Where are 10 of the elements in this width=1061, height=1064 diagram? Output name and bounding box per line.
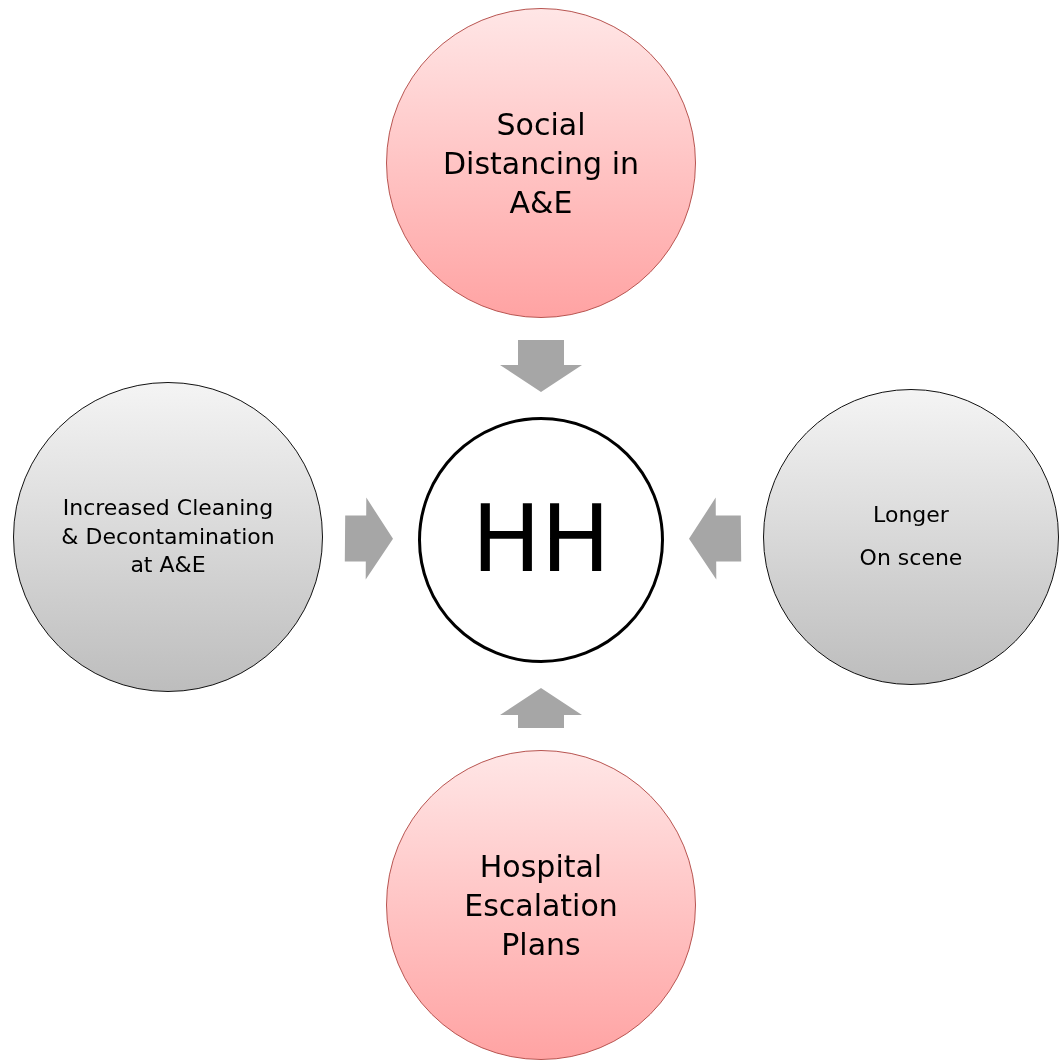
node-label: Increased Cleaning & Decontamination at A&E — [60, 494, 276, 580]
block-arrow — [500, 340, 582, 392]
node-label: Hospital Escalation Plans — [463, 847, 619, 964]
node-label: Longer — [873, 501, 949, 530]
node-label: On scene — [859, 544, 963, 572]
block-arrow — [689, 497, 742, 580]
node-label: HH — [471, 485, 611, 596]
block-arrow — [344, 497, 393, 580]
block-arrow — [500, 688, 582, 728]
node-label: Social Distancing in A&E — [442, 105, 640, 222]
